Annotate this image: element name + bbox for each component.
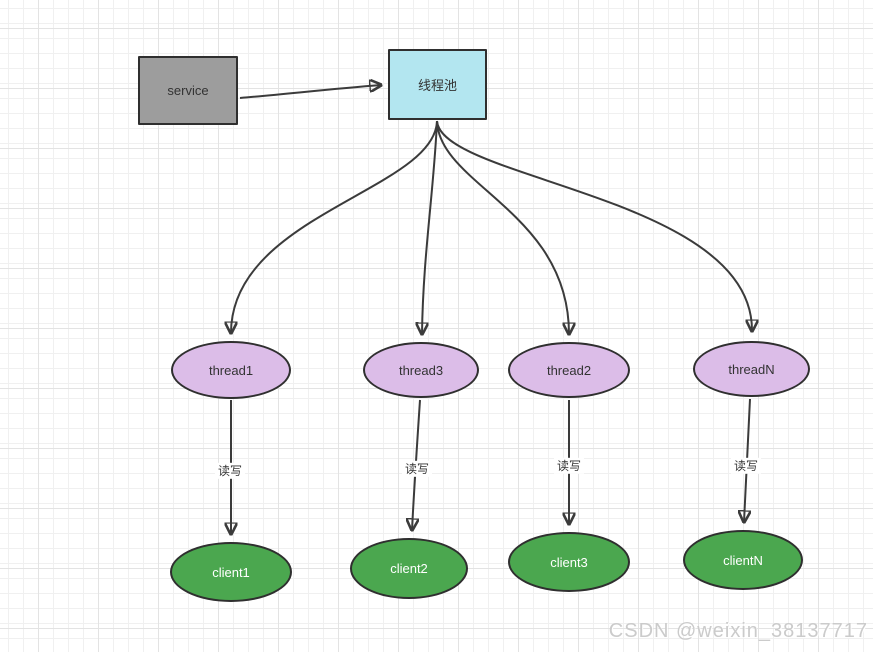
edge-pool-to-threadN (436, 120, 752, 331)
threadN-node: threadN (693, 341, 810, 397)
thread1-node: thread1 (171, 341, 291, 399)
service-label: service (167, 83, 209, 98)
thread2-node: thread2 (508, 342, 630, 398)
clientN-label: clientN (723, 552, 763, 568)
edge-label-read-write-1: 读写 (214, 462, 246, 480)
edge-pool-to-thread2 (436, 120, 569, 334)
service-node: service (138, 56, 238, 125)
edge-pool-to-thread3 (422, 120, 438, 334)
client2-node: client2 (350, 538, 468, 599)
clientN-node: clientN (683, 530, 803, 590)
thread3-node: thread3 (363, 342, 479, 398)
threadN-label: threadN (728, 361, 775, 377)
edge-label-read-write-4: 读写 (730, 457, 762, 475)
client2-label: client2 (390, 561, 428, 576)
csdn-watermark: CSDN @weixin_38137717 (608, 620, 868, 642)
client3-node: client3 (508, 532, 630, 592)
edge-label-read-write-2: 读写 (401, 460, 433, 478)
edge-pool-to-thread1 (231, 120, 438, 333)
thread3-label: thread3 (398, 362, 444, 378)
thread1-label: thread1 (208, 362, 254, 378)
thread-pool-node: 线程池 (388, 49, 487, 120)
client1-label: client1 (212, 564, 250, 580)
client3-label: client3 (550, 554, 588, 570)
thread-pool-label: 线程池 (417, 78, 457, 93)
edge-service-to-pool (239, 85, 381, 99)
client1-node: client1 (170, 542, 292, 602)
edge-label-read-write-3: 读写 (553, 457, 585, 475)
thread2-label: thread2 (546, 362, 592, 378)
